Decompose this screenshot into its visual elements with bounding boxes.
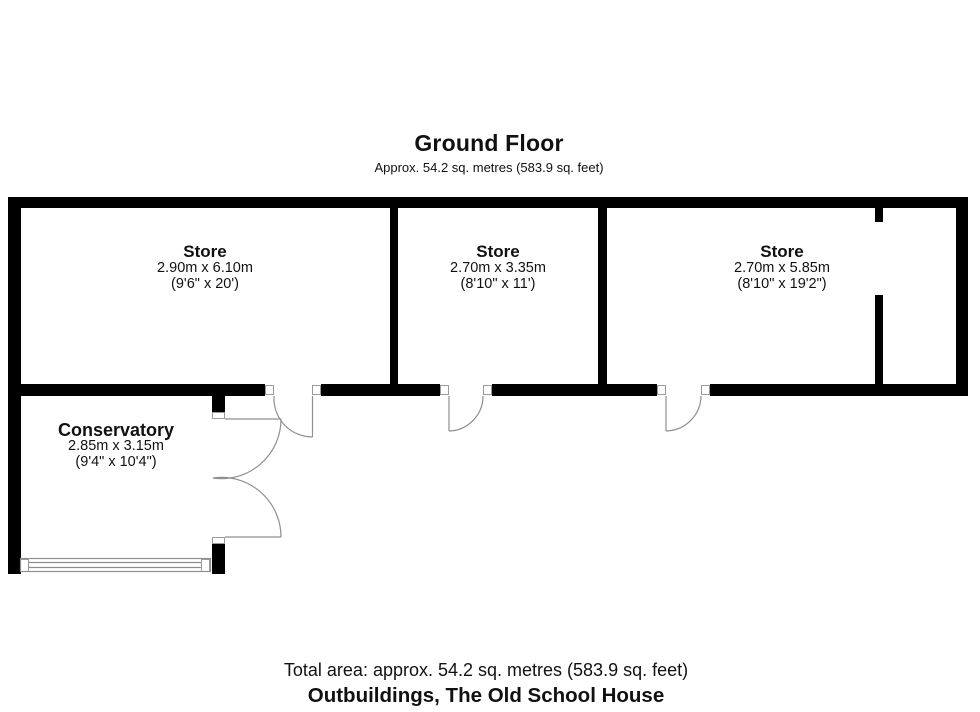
wall-bottom-segment-2 bbox=[321, 384, 440, 396]
conservatory-door-arc-top bbox=[212, 418, 282, 480]
property-name: Outbuildings, The Old School House bbox=[307, 684, 665, 707]
room-name: Conservatory bbox=[57, 420, 175, 440]
door3-swing-arc bbox=[665, 395, 702, 432]
door3-jamb-right bbox=[701, 385, 710, 395]
wall-right bbox=[956, 197, 968, 396]
room-size-imperial: (8'10" x 11') bbox=[460, 275, 536, 292]
door2-swing-arc bbox=[448, 395, 484, 432]
room-size-metric: 2.90m x 6.10m bbox=[157, 260, 253, 276]
room-name: Store bbox=[476, 242, 520, 261]
wall-bottom-segment-3 bbox=[492, 384, 657, 396]
door2-jamb-left bbox=[440, 385, 449, 395]
room-name: Store bbox=[760, 242, 804, 261]
door1-swing-arc bbox=[273, 395, 313, 438]
conservatory-door-jamb-top bbox=[212, 412, 225, 419]
door3-jamb-left bbox=[657, 385, 666, 395]
wall-bottom-segment-4 bbox=[710, 384, 968, 396]
room-label-store-1: Store 2.90m x 6.10m (9'6" x 20') bbox=[157, 243, 253, 292]
wall-divider-store2-store3 bbox=[598, 208, 607, 384]
wall-bottom-segment-1 bbox=[8, 384, 265, 396]
wall-conservatory-right-bottom bbox=[212, 544, 225, 574]
wall-partition-stub-top bbox=[875, 208, 883, 222]
room-label-conservatory: Conservatory 2.85m x 3.15m (9'4" x 10'4"… bbox=[58, 421, 174, 470]
room-size-metric: 2.85m x 3.15m bbox=[68, 438, 164, 454]
room-size-imperial: (9'4" x 10'4") bbox=[75, 453, 157, 470]
room-size-metric: 2.70m x 5.85m bbox=[734, 260, 830, 276]
conservatory-window bbox=[19, 557, 212, 573]
room-name: Store bbox=[183, 242, 227, 261]
door1-jamb-left bbox=[265, 385, 274, 395]
wall-conservatory-right-top bbox=[212, 396, 225, 412]
wall-divider-store1-store2 bbox=[390, 208, 398, 384]
door2-jamb-right bbox=[483, 385, 492, 395]
room-label-store-2: Store 2.70m x 3.35m (8'10" x 11') bbox=[450, 243, 546, 292]
wall-partition-stub-bottom bbox=[875, 295, 883, 384]
door1-jamb-right bbox=[312, 385, 321, 395]
conservatory-door-jamb-bottom bbox=[212, 537, 225, 544]
room-size-imperial: (8'10" x 19'2") bbox=[737, 275, 827, 292]
plan-title: Ground Floor bbox=[414, 130, 564, 156]
wall-top bbox=[8, 197, 968, 208]
room-size-imperial: (9'6" x 20') bbox=[171, 275, 239, 292]
total-area-text: Total area: approx. 54.2 sq. metres (583… bbox=[283, 660, 689, 680]
room-label-store-3: Store 2.70m x 5.85m (8'10" x 19'2") bbox=[734, 243, 830, 292]
plan-subtitle: Approx. 54.2 sq. metres (583.9 sq. feet) bbox=[374, 160, 604, 175]
room-size-metric: 2.70m x 3.35m bbox=[450, 260, 546, 276]
conservatory-door-arc-bottom bbox=[212, 476, 282, 538]
